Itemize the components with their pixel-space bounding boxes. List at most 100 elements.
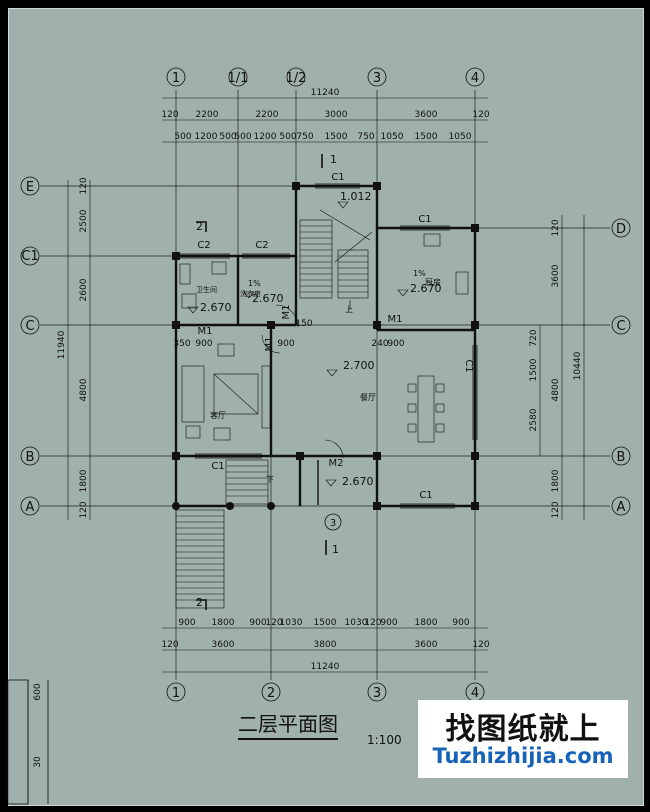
elev-bath2: 2.670 (252, 292, 284, 305)
dim-bottom-r2: 120 (472, 640, 489, 650)
watermark-chinese: 找图纸就上 (445, 712, 601, 747)
axis-left-c1: C1 (21, 249, 38, 264)
section-circle-3: 3 (330, 518, 336, 529)
window-c1-top: C1 (331, 172, 344, 183)
axis-left-e: E (26, 180, 34, 195)
room-bath2: 洗衣房 (240, 289, 261, 298)
elev-front: 2.670 (342, 475, 374, 488)
dim-right-r2: 1500 (529, 358, 539, 381)
section-1-top: 1 (330, 153, 337, 166)
window-c1-kitchen: C1 (418, 214, 431, 225)
section-2-left: 2 (196, 220, 203, 233)
axis-grid-horizontal (40, 185, 610, 507)
dim-bottom-total: 11240 (311, 662, 340, 672)
dim-900-a: 900 (195, 339, 212, 349)
axis-top-3: 3 (373, 71, 381, 86)
door-m2: M2 (329, 458, 344, 469)
dim-right-r1: 120 (551, 219, 561, 236)
dim-top-r2: 1050 (449, 132, 472, 142)
stair-down-label: 下 (266, 475, 274, 484)
section-1-bottom: 1 (332, 543, 339, 556)
dim-bottom-r1: 900 (249, 618, 266, 628)
drawing-scale: 1:100 (367, 733, 402, 747)
section-marks (196, 154, 327, 610)
dim-top-r1: 2200 (196, 110, 219, 120)
axis-grid-vertical (175, 90, 476, 680)
dim-top-r2: 750 (296, 132, 313, 142)
dim-top-r2: 500 (174, 132, 191, 142)
dimension-lines (67, 97, 585, 673)
dim-top-r2: 1200 (195, 132, 218, 142)
window-c2-bath2: C2 (255, 240, 268, 251)
window-c1-living: C1 (211, 461, 224, 472)
elev-bath1: 2.670 (200, 301, 232, 314)
dim-top-r2: 1500 (325, 132, 348, 142)
axis-top-1: 1 (172, 71, 180, 86)
dim-bottom-r1: 900 (178, 618, 195, 628)
dim-top-r2: 750 (357, 132, 374, 142)
axis-right-a: A (617, 500, 626, 515)
dim-bottom-r1: 900 (452, 618, 469, 628)
slope-bath: 1% (248, 279, 261, 288)
dim-top-r2: 500 (219, 132, 236, 142)
axis-bottom-1: 1 (172, 686, 180, 701)
dim-small-30: 30 (33, 756, 43, 768)
dim-900-c: 900 (387, 339, 404, 349)
columns (172, 182, 479, 510)
elevation-markers (187, 201, 409, 487)
drawing-title: 二层平面图 (238, 708, 338, 740)
dim-top-r2: 1200 (254, 132, 277, 142)
dim-bottom-r1: 1500 (314, 618, 337, 628)
dim-bottom-r1: 1030 (345, 618, 368, 628)
door-m1-kitchen: M1 (388, 314, 403, 325)
dim-150: 150 (295, 319, 312, 329)
dim-right-r1: 120 (551, 501, 561, 518)
dim-bottom-r2: 120 (161, 640, 178, 650)
dim-small-600: 600 (33, 683, 43, 700)
dim-left-row: 120 (79, 501, 89, 518)
door-m1-bath: M1 (281, 305, 292, 320)
axis-right-d: D (616, 222, 626, 237)
dim-top-r1: 3000 (325, 110, 348, 120)
dim-right-outer: 10440 (573, 351, 583, 380)
dim-top-total: 11240 (311, 88, 340, 98)
stair-up-label: 上 (345, 305, 353, 314)
dim-900-b: 900 (277, 339, 294, 349)
stair-upper (299, 209, 373, 310)
dim-bottom-r1: 120 (265, 618, 282, 628)
watermark-url[interactable]: Tuzhizhijia.com (432, 744, 614, 768)
drawing-sheet (8, 8, 644, 806)
dim-bottom-r1: 900 (380, 618, 397, 628)
slope-kitchen: 1% (413, 269, 426, 278)
axis-bottom-3: 3 (373, 686, 381, 701)
dim-350: 350 (173, 339, 190, 349)
axis-bubbles (20, 67, 631, 702)
dim-bottom-r2: 3600 (212, 640, 235, 650)
dim-top-r1: 2200 (256, 110, 279, 120)
dim-left-total: 11940 (57, 330, 67, 359)
door-m1-hall: M1 (264, 337, 275, 352)
axis-left-a: A (26, 500, 35, 515)
dim-top-r1: 120 (472, 110, 489, 120)
axis-top-4: 4 (471, 71, 479, 86)
elev-stair: 1.012 (340, 190, 372, 203)
window-c1-east: C1 (463, 359, 474, 372)
stair-lower (175, 459, 269, 609)
axis-right-c: C (616, 319, 625, 334)
dim-left-row: 2600 (79, 278, 89, 301)
room-dining: 餐厅 (360, 393, 376, 402)
dim-top-r2: 500 (279, 132, 296, 142)
dim-right-r2: 2580 (529, 408, 539, 431)
dim-top-r2: 500 (234, 132, 251, 142)
dim-right-r1: 1800 (551, 469, 561, 492)
axis-bottom-2: 2 (267, 686, 275, 701)
axis-top-1-1: 1/1 (228, 71, 249, 86)
dim-top-r2: 1500 (415, 132, 438, 142)
dim-right-r2: 720 (529, 329, 539, 346)
watermark-box[interactable]: 找图纸就上 Tuzhizhijia.com (418, 700, 628, 778)
dim-bottom-r1: 1800 (415, 618, 438, 628)
dim-bottom-r1: 1800 (212, 618, 235, 628)
axis-bottom-4: 4 (471, 686, 479, 701)
